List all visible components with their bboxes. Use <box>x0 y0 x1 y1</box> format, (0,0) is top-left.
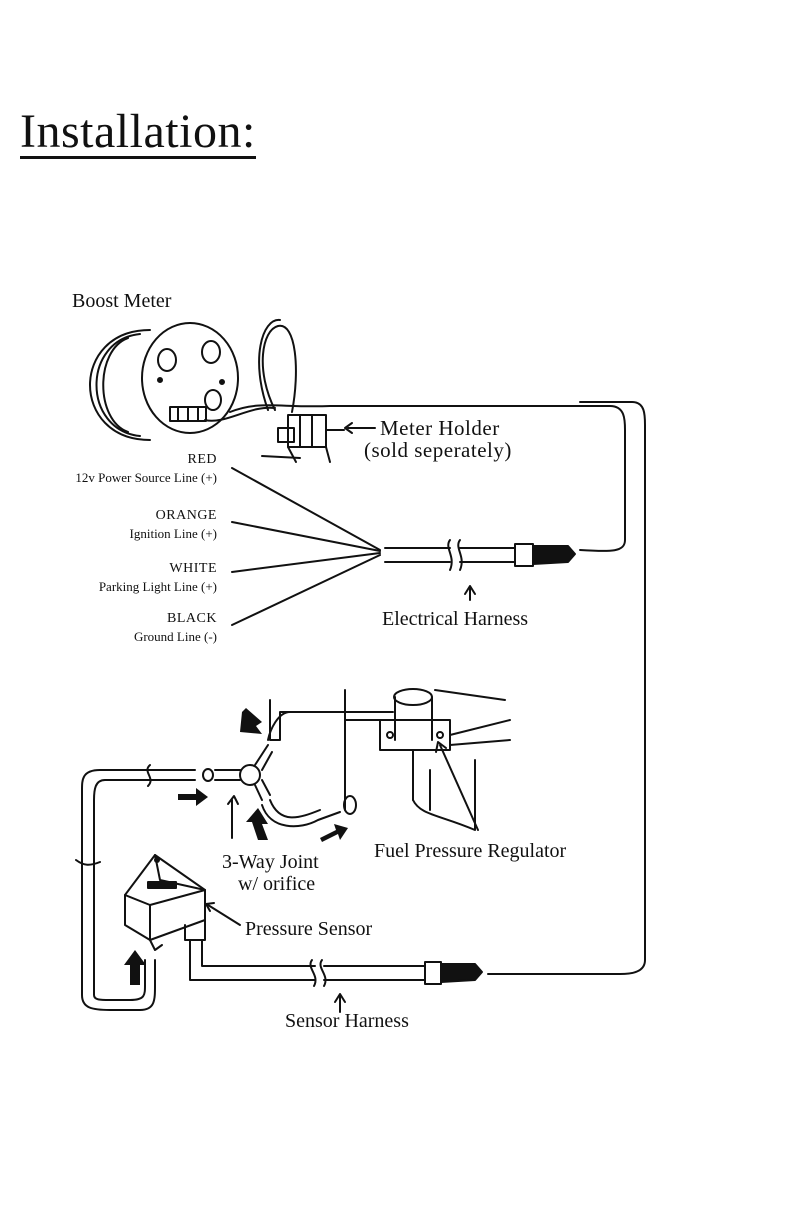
meter-cable <box>229 404 626 552</box>
meter-holder <box>258 318 345 463</box>
meter-holder-label: Meter Holder <box>380 416 500 440</box>
meter-holder-arrow <box>344 422 376 434</box>
vacuum-hose-inner <box>93 779 196 1001</box>
wire-red-desc: 12v Power Source Line (+) <box>75 470 217 485</box>
flow-arrows <box>124 708 348 985</box>
vacuum-hose <box>81 769 196 1011</box>
boost-meter-label: Boost Meter <box>72 290 172 312</box>
wire-white-label: WHITE <box>169 561 217 576</box>
wire-black-label: BLACK <box>167 611 217 626</box>
wire-fan <box>231 467 381 626</box>
meter-holder-note: (sold seperately) <box>364 438 512 462</box>
regulator-pointer <box>435 741 479 831</box>
three-way-joint <box>202 711 357 828</box>
wire-red-label: RED <box>187 452 217 467</box>
fuel-pressure-regulator-label: Fuel Pressure Regulator <box>374 840 567 862</box>
pressure-sensor <box>124 854 206 951</box>
power-loop-right <box>487 401 646 975</box>
wire-white-desc: Parking Light Line (+) <box>98 579 217 594</box>
electrical-harness-label: Electrical Harness <box>382 608 529 630</box>
wire-black-desc: Ground Line (-) <box>133 629 217 644</box>
page-title: Installation: <box>20 105 256 159</box>
sensor-harness-label: Sensor Harness <box>285 1010 409 1032</box>
boost-meter-gauge <box>89 322 276 441</box>
hose-break <box>75 764 152 866</box>
joint-pointer <box>227 795 239 839</box>
three-way-joint-note: w/ orifice <box>238 873 316 895</box>
pressure-sensor-arrow <box>205 902 241 926</box>
wire-orange-desc: Ignition Line (+) <box>129 526 217 541</box>
sensor-harness <box>189 939 483 1013</box>
three-way-joint-label: 3-Way Joint <box>222 851 319 873</box>
electrical-harness <box>384 539 576 601</box>
fuel-pressure-regulator <box>269 688 511 831</box>
wire-orange-label: ORANGE <box>155 508 217 523</box>
pressure-sensor-label: Pressure Sensor <box>245 918 373 940</box>
